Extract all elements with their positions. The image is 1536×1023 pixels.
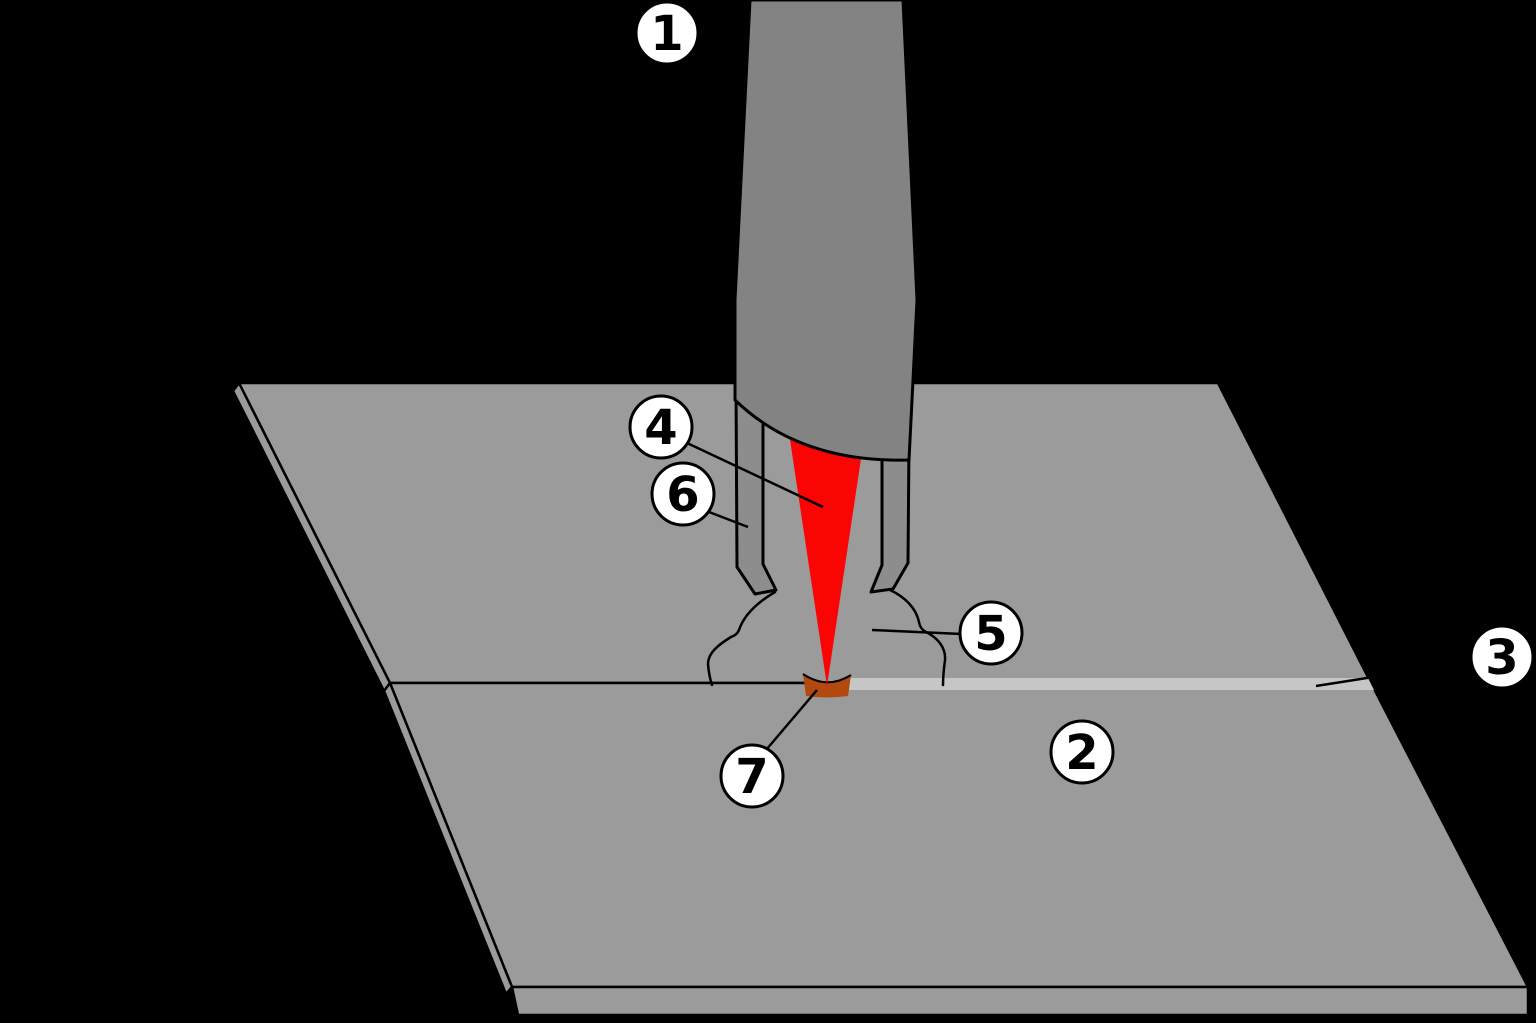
callout-5-circle xyxy=(958,600,1024,666)
leader-line-3 xyxy=(1315,659,1476,688)
callout-7: 7 xyxy=(719,743,785,809)
torch-body xyxy=(733,0,919,462)
callout-1-label: 1 xyxy=(650,6,683,62)
leader-line-6 xyxy=(708,510,749,529)
callout-3-circle xyxy=(1469,624,1535,690)
callout-1-circle xyxy=(634,0,700,66)
callout-1: 1 xyxy=(634,0,700,66)
callout-6: 6 xyxy=(650,461,716,527)
leader-line-7 xyxy=(765,689,818,751)
leader-line-4 xyxy=(686,441,824,509)
callout-3-label: 3 xyxy=(1485,630,1518,686)
leader-line-5 xyxy=(871,628,963,636)
workpiece-bottom-edge xyxy=(510,985,1530,1017)
callout-5-label: 5 xyxy=(974,606,1007,662)
weld-seam-band xyxy=(849,678,1374,690)
callout-4: 4 xyxy=(628,394,694,460)
workpiece-lower-sheet xyxy=(388,681,1530,989)
callout-6-circle xyxy=(650,461,716,527)
callout-4-label: 4 xyxy=(644,400,677,456)
callout-7-circle xyxy=(719,743,785,809)
callout-2-label: 2 xyxy=(1065,725,1098,781)
shielding-gas-cloud-left xyxy=(706,590,777,687)
workpiece-lower-sheet-edge xyxy=(382,681,514,996)
callout-6-label: 6 xyxy=(666,467,699,523)
callout-5: 5 xyxy=(958,600,1024,666)
callout-2: 2 xyxy=(1049,719,1115,785)
callout-7-label: 7 xyxy=(735,749,768,805)
callout-4-circle xyxy=(628,394,694,460)
electric-arc xyxy=(789,433,862,686)
callout-2-circle xyxy=(1049,719,1115,785)
callout-3: 3 xyxy=(1469,624,1535,690)
